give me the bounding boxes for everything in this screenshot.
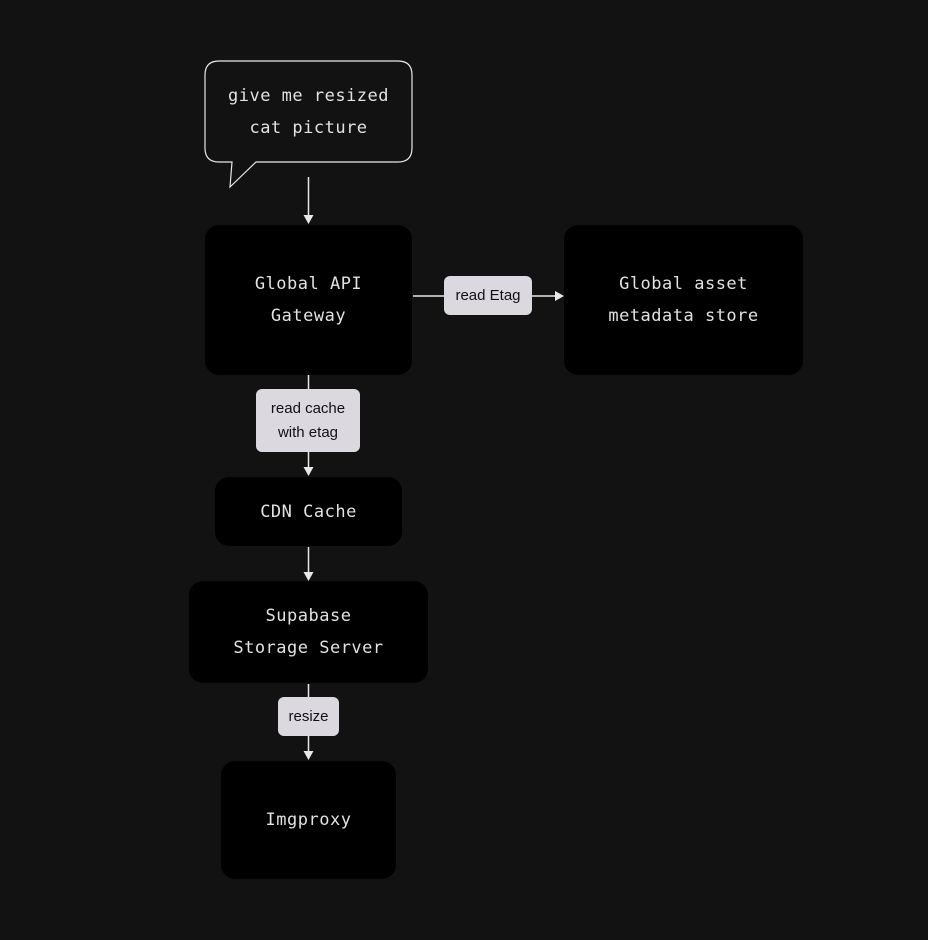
node-api-gateway: Global API Gateway bbox=[205, 225, 412, 375]
request-bubble: give me resized cat picture bbox=[205, 63, 412, 160]
node-metadata-store: Global asset metadata store bbox=[564, 225, 803, 375]
api-gateway-line-2: Gateway bbox=[270, 306, 347, 326]
node-imgproxy: Imgproxy bbox=[221, 761, 396, 879]
arrowhead-request-to-gateway bbox=[303, 215, 314, 224]
node-cdn-cache: CDN Cache bbox=[215, 477, 402, 546]
arrowhead-storage-to-imgproxy bbox=[303, 751, 314, 760]
storage-server-line-1: Supabase bbox=[265, 606, 352, 626]
api-gateway-line-1: Global API bbox=[254, 274, 363, 294]
read-cache-line-2: with etag bbox=[277, 423, 339, 441]
storage-server-line-2: Storage Server bbox=[233, 638, 384, 658]
node-storage-server: Supabase Storage Server bbox=[189, 581, 428, 683]
read-etag-text: read Etag bbox=[455, 286, 521, 304]
arrowhead-gateway-to-metadata bbox=[555, 291, 564, 301]
imgproxy-line-1: Imgproxy bbox=[265, 810, 352, 830]
metadata-store-line-2: metadata store bbox=[608, 306, 759, 326]
request-line-1: give me resized bbox=[227, 85, 390, 106]
edge-label-read-etag: read Etag bbox=[444, 276, 532, 315]
speech-bubble-outline bbox=[204, 60, 413, 189]
edge-label-read-cache: read cache with etag bbox=[256, 389, 360, 452]
arrowhead-gateway-to-cdn bbox=[303, 467, 314, 476]
metadata-store-line-1: Global asset bbox=[619, 274, 748, 294]
cdn-cache-line-1: CDN Cache bbox=[260, 501, 357, 522]
resize-text: resize bbox=[288, 707, 329, 725]
request-line-2: cat picture bbox=[249, 117, 368, 138]
edge-label-resize: resize bbox=[278, 697, 339, 736]
read-cache-line-1: read cache bbox=[270, 399, 346, 417]
arrowhead-cdn-to-storage bbox=[303, 572, 314, 581]
